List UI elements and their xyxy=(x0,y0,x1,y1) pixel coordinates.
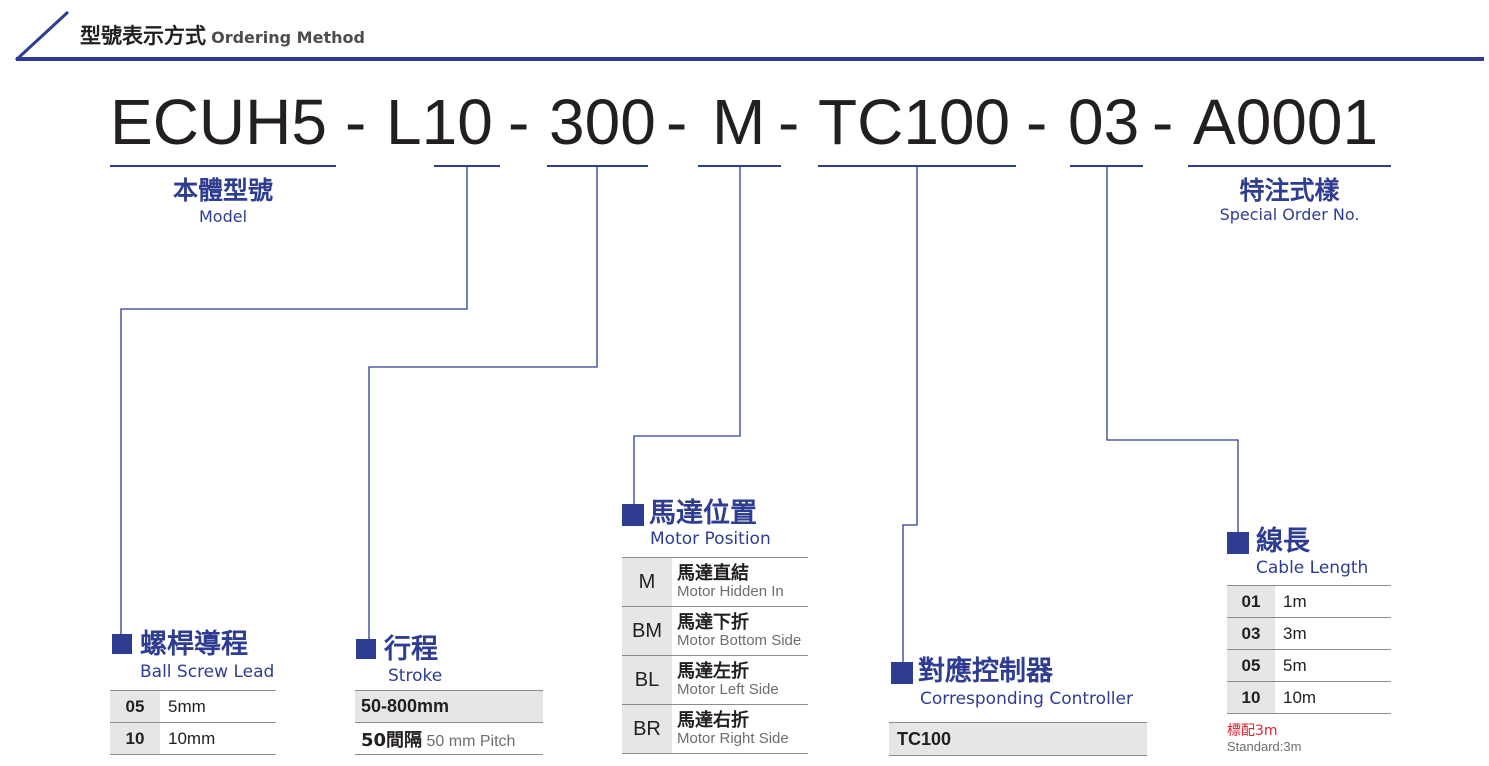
section-title: 型號表示方式 Ordering Method xyxy=(80,20,365,50)
cable-marker xyxy=(1227,532,1249,554)
code-part-model: ECUH5 xyxy=(110,86,327,158)
cable-table: 01 1m 03 3m 05 5m 10 10m xyxy=(1227,585,1391,714)
cable-code: 01 xyxy=(1227,585,1275,618)
cable-code: 03 xyxy=(1227,617,1275,650)
cable-value: 1m xyxy=(1275,585,1391,618)
section-title-cn: 型號表示方式 xyxy=(80,24,206,48)
special-order-label-cn: 特注式樣 xyxy=(1239,176,1340,205)
motor-desc: 馬達直結 Motor Hidden In xyxy=(672,557,808,607)
model-label: 本體型號 Model xyxy=(110,178,336,225)
header-decoration xyxy=(14,10,1484,62)
table-row: BM 馬達下折 Motor Bottom Side xyxy=(622,606,808,656)
table-row: TC100 xyxy=(889,722,1147,756)
controller-value: TC100 xyxy=(889,722,1147,756)
table-row: 05 5mm xyxy=(110,690,276,723)
motor-title-en: Motor Position xyxy=(650,529,771,549)
code-part-controller: TC100 xyxy=(818,86,1011,158)
cable-value: 10m xyxy=(1275,681,1391,714)
controller-title-cn: 對應控制器 xyxy=(918,656,1053,687)
table-row: 10 10m xyxy=(1227,681,1391,714)
lead-title-cn: 螺桿導程 xyxy=(140,629,248,660)
table-row: BR 馬達右折 Motor Right Side xyxy=(622,704,808,754)
cable-code: 10 xyxy=(1227,681,1275,714)
controller-marker xyxy=(891,662,913,684)
motor-table: M 馬達直結 Motor Hidden In BM 馬達下折 Motor Bot… xyxy=(622,557,808,754)
stroke-range: 50-800mm xyxy=(355,690,543,723)
motor-desc-cn: 馬達下折 xyxy=(677,612,749,633)
stroke-title-cn: 行程 xyxy=(384,634,438,665)
code-part-stroke: 300 xyxy=(549,86,656,158)
table-row: 01 1m xyxy=(1227,585,1391,618)
motor-code: M xyxy=(622,557,672,607)
cable-value: 5m xyxy=(1275,649,1391,682)
lead-table: 05 5mm 10 10mm xyxy=(110,690,276,755)
stroke-pitch-en: 50 mm Pitch xyxy=(426,732,516,750)
motor-desc: 馬達左折 Motor Left Side xyxy=(672,655,808,705)
cable-code: 05 xyxy=(1227,649,1275,682)
cable-note-cn: 標配3m xyxy=(1227,723,1278,739)
lead-value: 10mm xyxy=(160,722,276,755)
table-row: 10 10mm xyxy=(110,722,276,755)
code-part-special: A0001 xyxy=(1193,86,1379,158)
section-title-en: Ordering Method xyxy=(211,28,365,47)
cable-value: 3m xyxy=(1275,617,1391,650)
table-row: M 馬達直結 Motor Hidden In xyxy=(622,557,808,607)
code-part-cable: 03 xyxy=(1068,86,1140,158)
table-row: BL 馬達左折 Motor Left Side xyxy=(622,655,808,705)
code-separator: - xyxy=(1152,86,1174,158)
motor-code: BR xyxy=(622,704,672,754)
model-label-cn: 本體型號 xyxy=(172,176,273,205)
cable-note-en: Standard:3m xyxy=(1227,739,1302,754)
motor-desc-en: Motor Left Side xyxy=(677,681,779,699)
motor-desc-cn: 馬達左折 xyxy=(677,661,749,682)
table-row: 50間隔 50 mm Pitch xyxy=(355,722,543,755)
special-order-label-en: Special Order No. xyxy=(1219,205,1360,224)
cable-title-en: Cable Length xyxy=(1256,558,1369,578)
motor-desc: 馬達右折 Motor Right Side xyxy=(672,704,808,754)
motor-desc-cn: 馬達右折 xyxy=(677,710,749,731)
motor-title-cn: 馬達位置 xyxy=(649,498,757,529)
controller-title-en: Corresponding Controller xyxy=(920,689,1133,709)
lead-title-en: Ball Screw Lead xyxy=(140,662,275,682)
code-separator: - xyxy=(778,86,800,158)
model-label-en: Model xyxy=(198,207,248,226)
motor-desc-en: Motor Right Side xyxy=(677,730,789,748)
lead-code: 10 xyxy=(110,722,160,755)
stroke-pitch-cn: 50間隔 xyxy=(361,729,423,751)
motor-desc-en: Motor Hidden In xyxy=(677,583,784,601)
stroke-pitch: 50間隔 50 mm Pitch xyxy=(355,722,543,755)
motor-code: BM xyxy=(622,606,672,656)
table-row: 50-800mm xyxy=(355,690,543,723)
cable-title-cn: 線長 xyxy=(1256,526,1310,557)
table-row: 03 3m xyxy=(1227,617,1391,650)
code-part-motor: M xyxy=(712,86,766,158)
motor-desc-en: Motor Bottom Side xyxy=(677,632,802,650)
lead-value: 5mm xyxy=(160,690,276,723)
code-separator: - xyxy=(1026,86,1048,158)
special-order-label: 特注式樣 Special Order No. xyxy=(1188,178,1391,223)
stroke-marker xyxy=(356,639,376,659)
table-row: 05 5m xyxy=(1227,649,1391,682)
stroke-title-en: Stroke xyxy=(388,666,443,686)
stroke-table: 50-800mm 50間隔 50 mm Pitch xyxy=(355,690,543,755)
code-part-lead: L10 xyxy=(386,86,493,158)
controller-table: TC100 xyxy=(889,722,1147,756)
motor-desc: 馬達下折 Motor Bottom Side xyxy=(672,606,808,656)
motor-marker xyxy=(622,504,644,526)
motor-desc-cn: 馬達直結 xyxy=(677,563,749,584)
code-separator: - xyxy=(508,86,530,158)
code-separator: - xyxy=(666,86,688,158)
code-separator: - xyxy=(345,86,367,158)
lead-marker xyxy=(112,634,132,654)
motor-code: BL xyxy=(622,655,672,705)
lead-code: 05 xyxy=(110,690,160,723)
